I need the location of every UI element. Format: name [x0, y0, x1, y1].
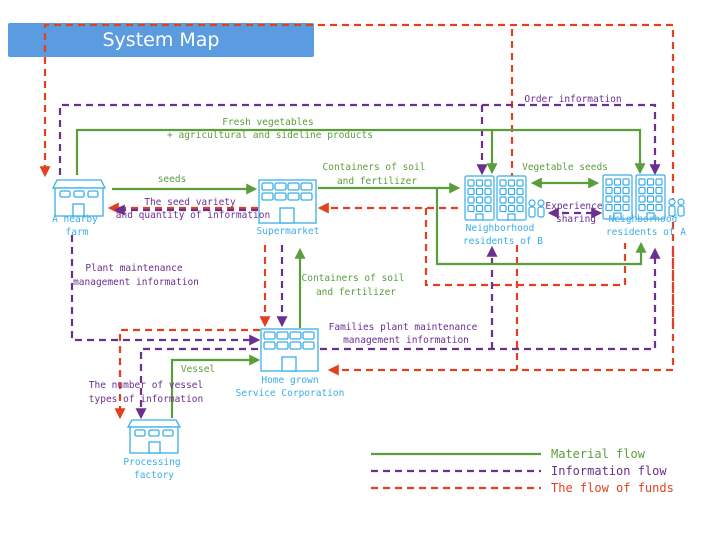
vessel-info-label: types of information	[89, 394, 203, 405]
residents-b-label: residents of B	[463, 236, 543, 247]
funds-flow-line	[327, 250, 675, 376]
factory-label: factory	[134, 470, 174, 481]
funds-flow-line	[114, 328, 260, 420]
fresh-vegetables-label: + agricultural and sideline products	[167, 130, 373, 141]
funds-flow-line	[39, 23, 675, 325]
supermarket-label: Supermarket	[257, 226, 320, 237]
farm-building-icon	[51, 179, 107, 217]
apartment-building-icon	[602, 174, 633, 220]
vessel-info-label: The number of vessel	[89, 380, 203, 391]
containers-label: and fertilizer	[316, 287, 396, 298]
families-info-label: Families plant maintenance	[329, 322, 478, 333]
page-title: System Map	[8, 23, 314, 57]
legend-material-label: Material flow	[551, 447, 646, 461]
residents-people-icon	[668, 198, 685, 217]
residents-a-label: Neighborhood	[609, 214, 678, 225]
seeds-label: seeds	[158, 174, 187, 185]
material-flow-line	[435, 188, 647, 266]
legend-information-label: Information flow	[551, 464, 667, 478]
vegetable-seeds-label: Vegetable seeds	[522, 162, 608, 173]
legend: Material flow Information flow The flow …	[371, 447, 674, 495]
containers-label: Containers of soil	[323, 162, 426, 173]
information-flow-line	[70, 235, 261, 346]
apartment-building-icon	[496, 175, 527, 221]
information-flow-line	[135, 347, 258, 420]
material-flow-line	[75, 128, 646, 175]
residents-a-label: residents of A	[606, 227, 686, 238]
farm-label: A nearby	[52, 214, 98, 225]
order-information-label: Order information	[524, 94, 621, 105]
material-flow-line	[170, 354, 261, 418]
containers-label: and fertilizer	[337, 176, 417, 187]
legend-funds-label: The flow of funds	[551, 481, 674, 495]
fresh-vegetables-label: Fresh vegetables	[222, 117, 314, 128]
service-corp-label: Home grown	[261, 375, 318, 386]
plant-maintenance-label: management information	[73, 277, 199, 288]
service-corp-label: Service Corporation	[236, 388, 345, 399]
experience-sharing-label: Experience	[545, 201, 602, 212]
apartment-building-icon	[635, 174, 666, 220]
residents-b-label: Neighborhood	[466, 223, 535, 234]
supermarket-building-icon	[258, 179, 317, 224]
families-info-label: management information	[343, 335, 469, 346]
factory-label: Processing	[123, 457, 180, 468]
residents-people-icon	[528, 199, 545, 218]
plant-maintenance-label: Plant maintenance	[85, 263, 183, 274]
experience-sharing-label: sharing	[556, 214, 596, 225]
containers-label: Containers of soil	[302, 273, 405, 284]
factory-building-icon	[126, 419, 182, 454]
seed-info-label: The seed variety	[144, 197, 236, 208]
funds-flow-line	[424, 208, 627, 287]
office-building-icon	[260, 328, 319, 372]
information-flow-line	[320, 247, 661, 351]
seed-info-label: and quantity of information	[116, 210, 270, 221]
vessel-label: Vessel	[181, 364, 215, 375]
farm-label: farm	[66, 227, 89, 238]
apartment-building-icon	[464, 175, 495, 221]
information-flow-line	[58, 103, 661, 176]
